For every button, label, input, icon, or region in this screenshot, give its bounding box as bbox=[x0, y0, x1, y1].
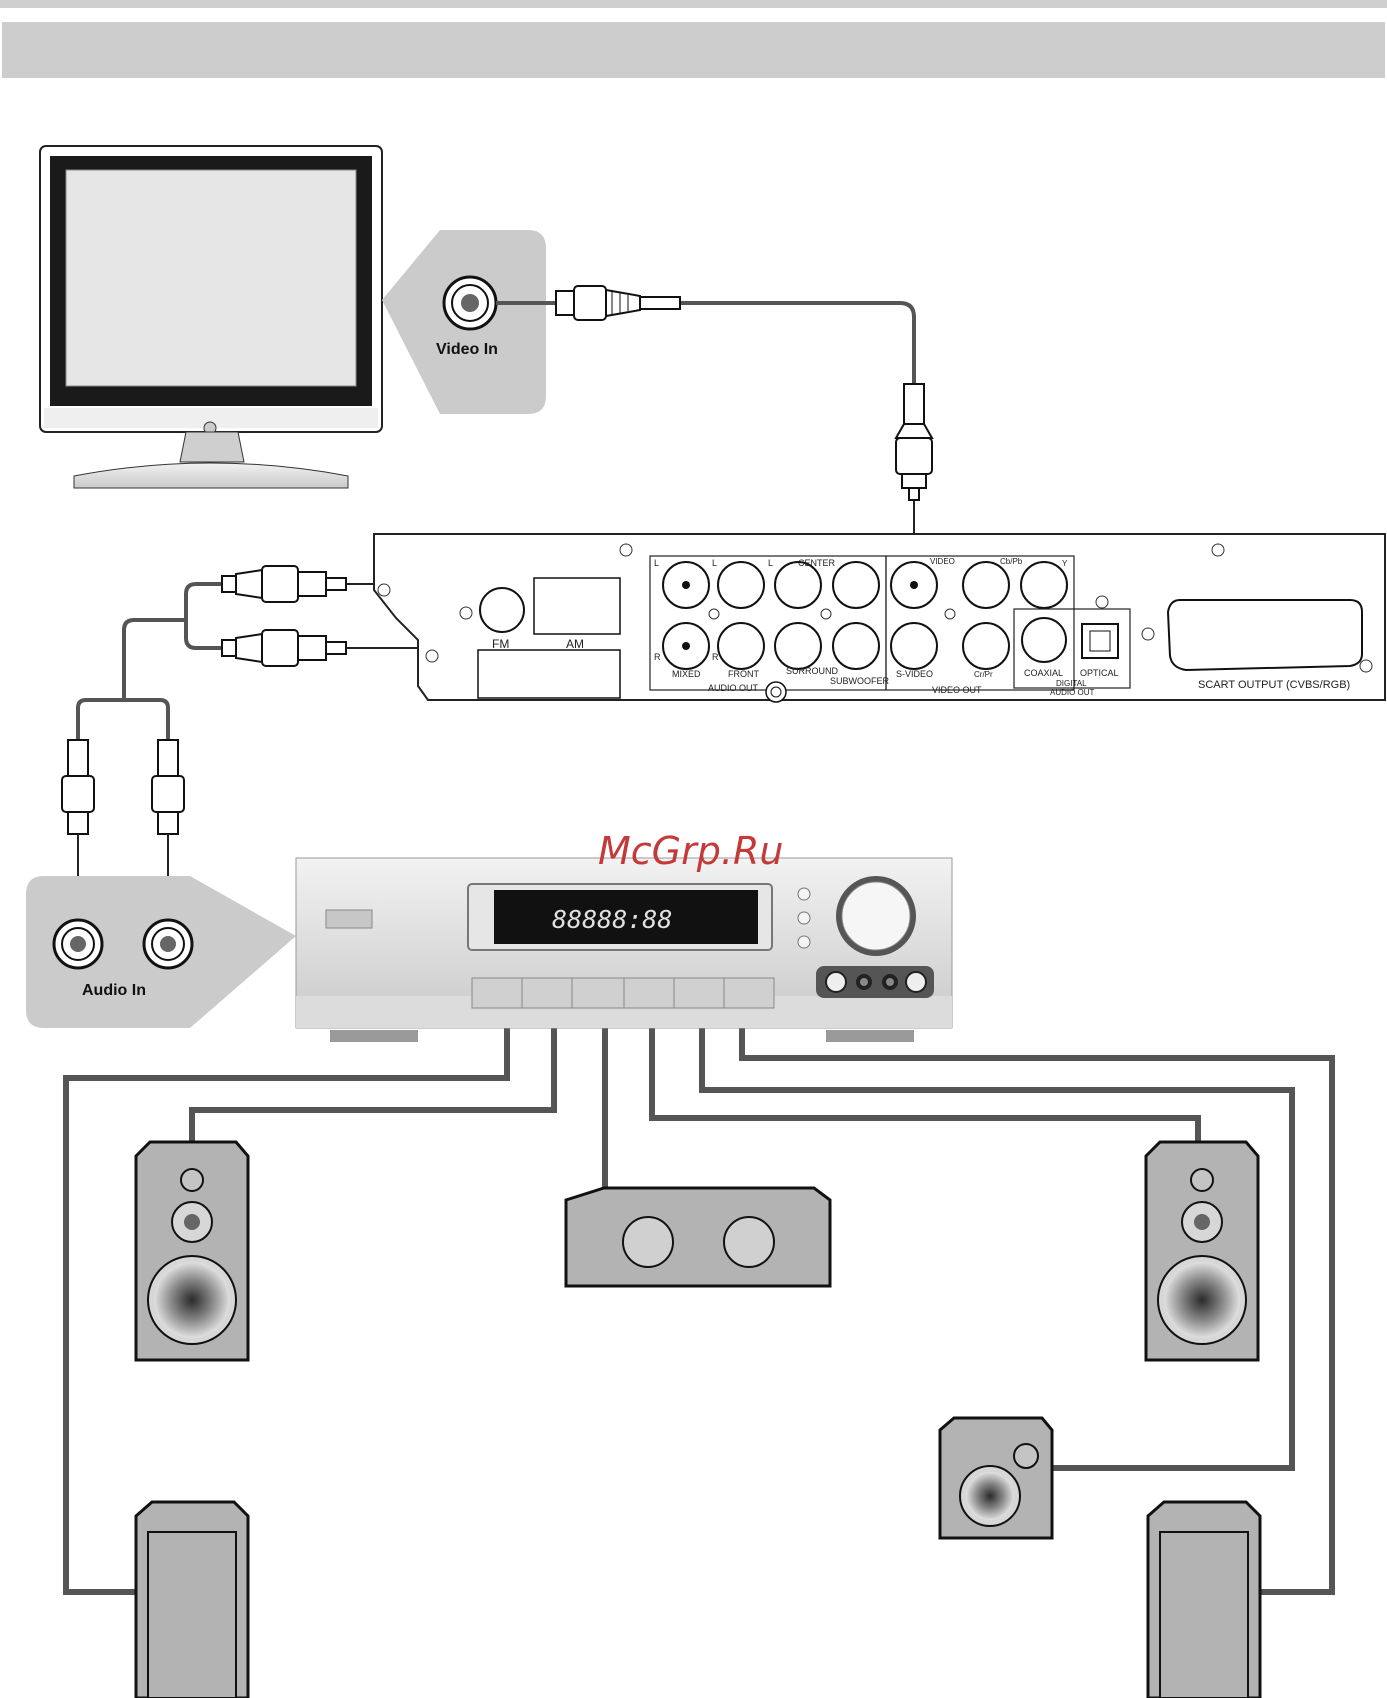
audio-l-mark-2: L bbox=[712, 558, 717, 568]
center-label: CENTER bbox=[798, 558, 836, 568]
scart-label: SCART OUTPUT (CVBS/RGB) bbox=[1198, 679, 1350, 691]
fm-label: FM bbox=[492, 637, 509, 651]
audio-in-callout: Audio In bbox=[26, 876, 296, 1028]
audio-out-label: AUDIO OUT bbox=[708, 683, 759, 693]
display-segments: 88888:88 bbox=[552, 905, 672, 934]
digital-label: DIGITAL bbox=[1056, 679, 1087, 688]
y-label: Y bbox=[1062, 559, 1068, 568]
dvd-rear-panel: FM AM L L L CENTER R R MIXED FRONT SURRO… bbox=[374, 534, 1385, 702]
video-out-label: VIDEO OUT bbox=[932, 685, 982, 695]
audio-r-mark-2: R bbox=[712, 652, 719, 662]
tv-monitor bbox=[40, 146, 382, 488]
video-in-label: Video In bbox=[436, 341, 498, 358]
subwoofer bbox=[940, 1418, 1052, 1538]
cbpb-label: Cb/Pb bbox=[1000, 557, 1023, 566]
audio-l-mark-3: L bbox=[768, 558, 773, 568]
center-speaker bbox=[566, 1188, 830, 1286]
video-in-jack bbox=[444, 277, 496, 329]
svideo-label: S-VIDEO bbox=[896, 669, 933, 679]
video-rca-plug-horizontal bbox=[556, 286, 680, 320]
coaxial-label: COAXIAL bbox=[1024, 668, 1063, 678]
am-label: AM bbox=[566, 637, 584, 651]
watermark: McGrp.Ru bbox=[598, 829, 783, 873]
surround-left-speaker bbox=[136, 1502, 248, 1698]
front-left-speaker bbox=[136, 1142, 248, 1360]
optical-label: OPTICAL bbox=[1080, 668, 1119, 678]
video-label: VIDEO bbox=[930, 557, 955, 566]
mixed-label: MIXED bbox=[672, 669, 701, 679]
digital-audio-out-label: AUDIO OUT bbox=[1050, 688, 1095, 697]
av-receiver: 88888:88 bbox=[296, 858, 952, 1042]
surround-label: SURROUND bbox=[786, 666, 839, 676]
front-right-speaker bbox=[1146, 1142, 1258, 1360]
audio-in-jack-left bbox=[54, 920, 102, 968]
audio-l-mark-1: L bbox=[654, 558, 659, 568]
crpr-label: Cr/Pr bbox=[974, 670, 993, 679]
audio-r-mark-1: R bbox=[654, 652, 661, 662]
audio-in-label: Audio In bbox=[82, 982, 146, 999]
video-rca-plug-vertical bbox=[896, 384, 932, 500]
audio-in-jack-right bbox=[144, 920, 192, 968]
surround-right-speaker bbox=[1148, 1502, 1260, 1698]
front-label: FRONT bbox=[728, 669, 759, 679]
video-in-callout: Video In bbox=[382, 230, 546, 414]
subwoofer-label: SUBWOOFER bbox=[830, 676, 890, 686]
